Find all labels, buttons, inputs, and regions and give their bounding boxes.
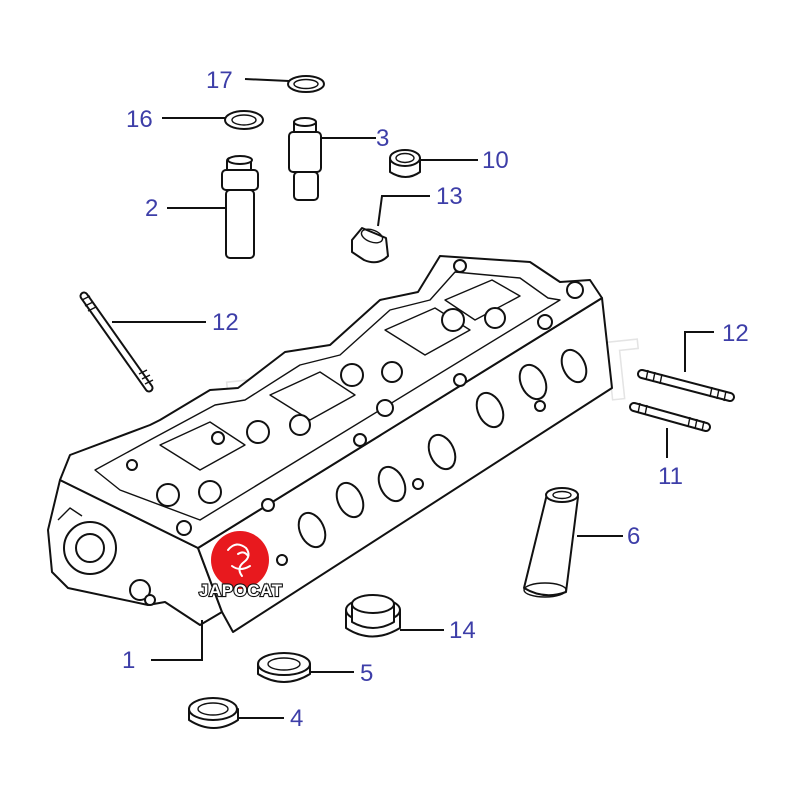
o-ring-16: [224, 110, 264, 130]
callout-16: 16: [126, 106, 153, 133]
seal-ring-5: [257, 652, 311, 683]
valve-guide-short: [288, 117, 322, 201]
callout-1: 1: [122, 647, 135, 674]
callout-17: 17: [206, 67, 233, 94]
stud-right-12: [637, 369, 735, 402]
o-ring-17: [287, 75, 325, 93]
japocat-logo: JAPOCAT: [198, 531, 283, 601]
stud-left-12: [79, 291, 154, 393]
callout-12-left: 12: [212, 309, 239, 336]
logo-mark-icon: [227, 543, 251, 577]
callout-2: 2: [145, 195, 158, 222]
callout-10: 10: [482, 147, 509, 174]
callout-12-right: 12: [722, 320, 749, 347]
callout-3: 3: [376, 125, 389, 152]
logo-red-circle: [211, 531, 269, 589]
callout-6: 6: [627, 523, 640, 550]
callout-11: 11: [658, 463, 683, 490]
callout-14: 14: [449, 617, 476, 644]
cup-plug-10: [389, 149, 421, 178]
sleeve-6: [523, 487, 579, 598]
valve-guide-long: [221, 155, 259, 259]
callout-4: 4: [290, 705, 303, 732]
callout-13: 13: [436, 183, 463, 210]
logo-text: JAPOCAT: [199, 581, 283, 600]
plug-13: [351, 227, 389, 264]
leader-lines: [112, 78, 714, 719]
cup-plug-14: [345, 594, 401, 638]
callout-5: 5: [360, 660, 373, 687]
cylinder-head: [47, 255, 613, 633]
stud-11: [629, 402, 711, 432]
seal-ring-4: [188, 697, 239, 729]
